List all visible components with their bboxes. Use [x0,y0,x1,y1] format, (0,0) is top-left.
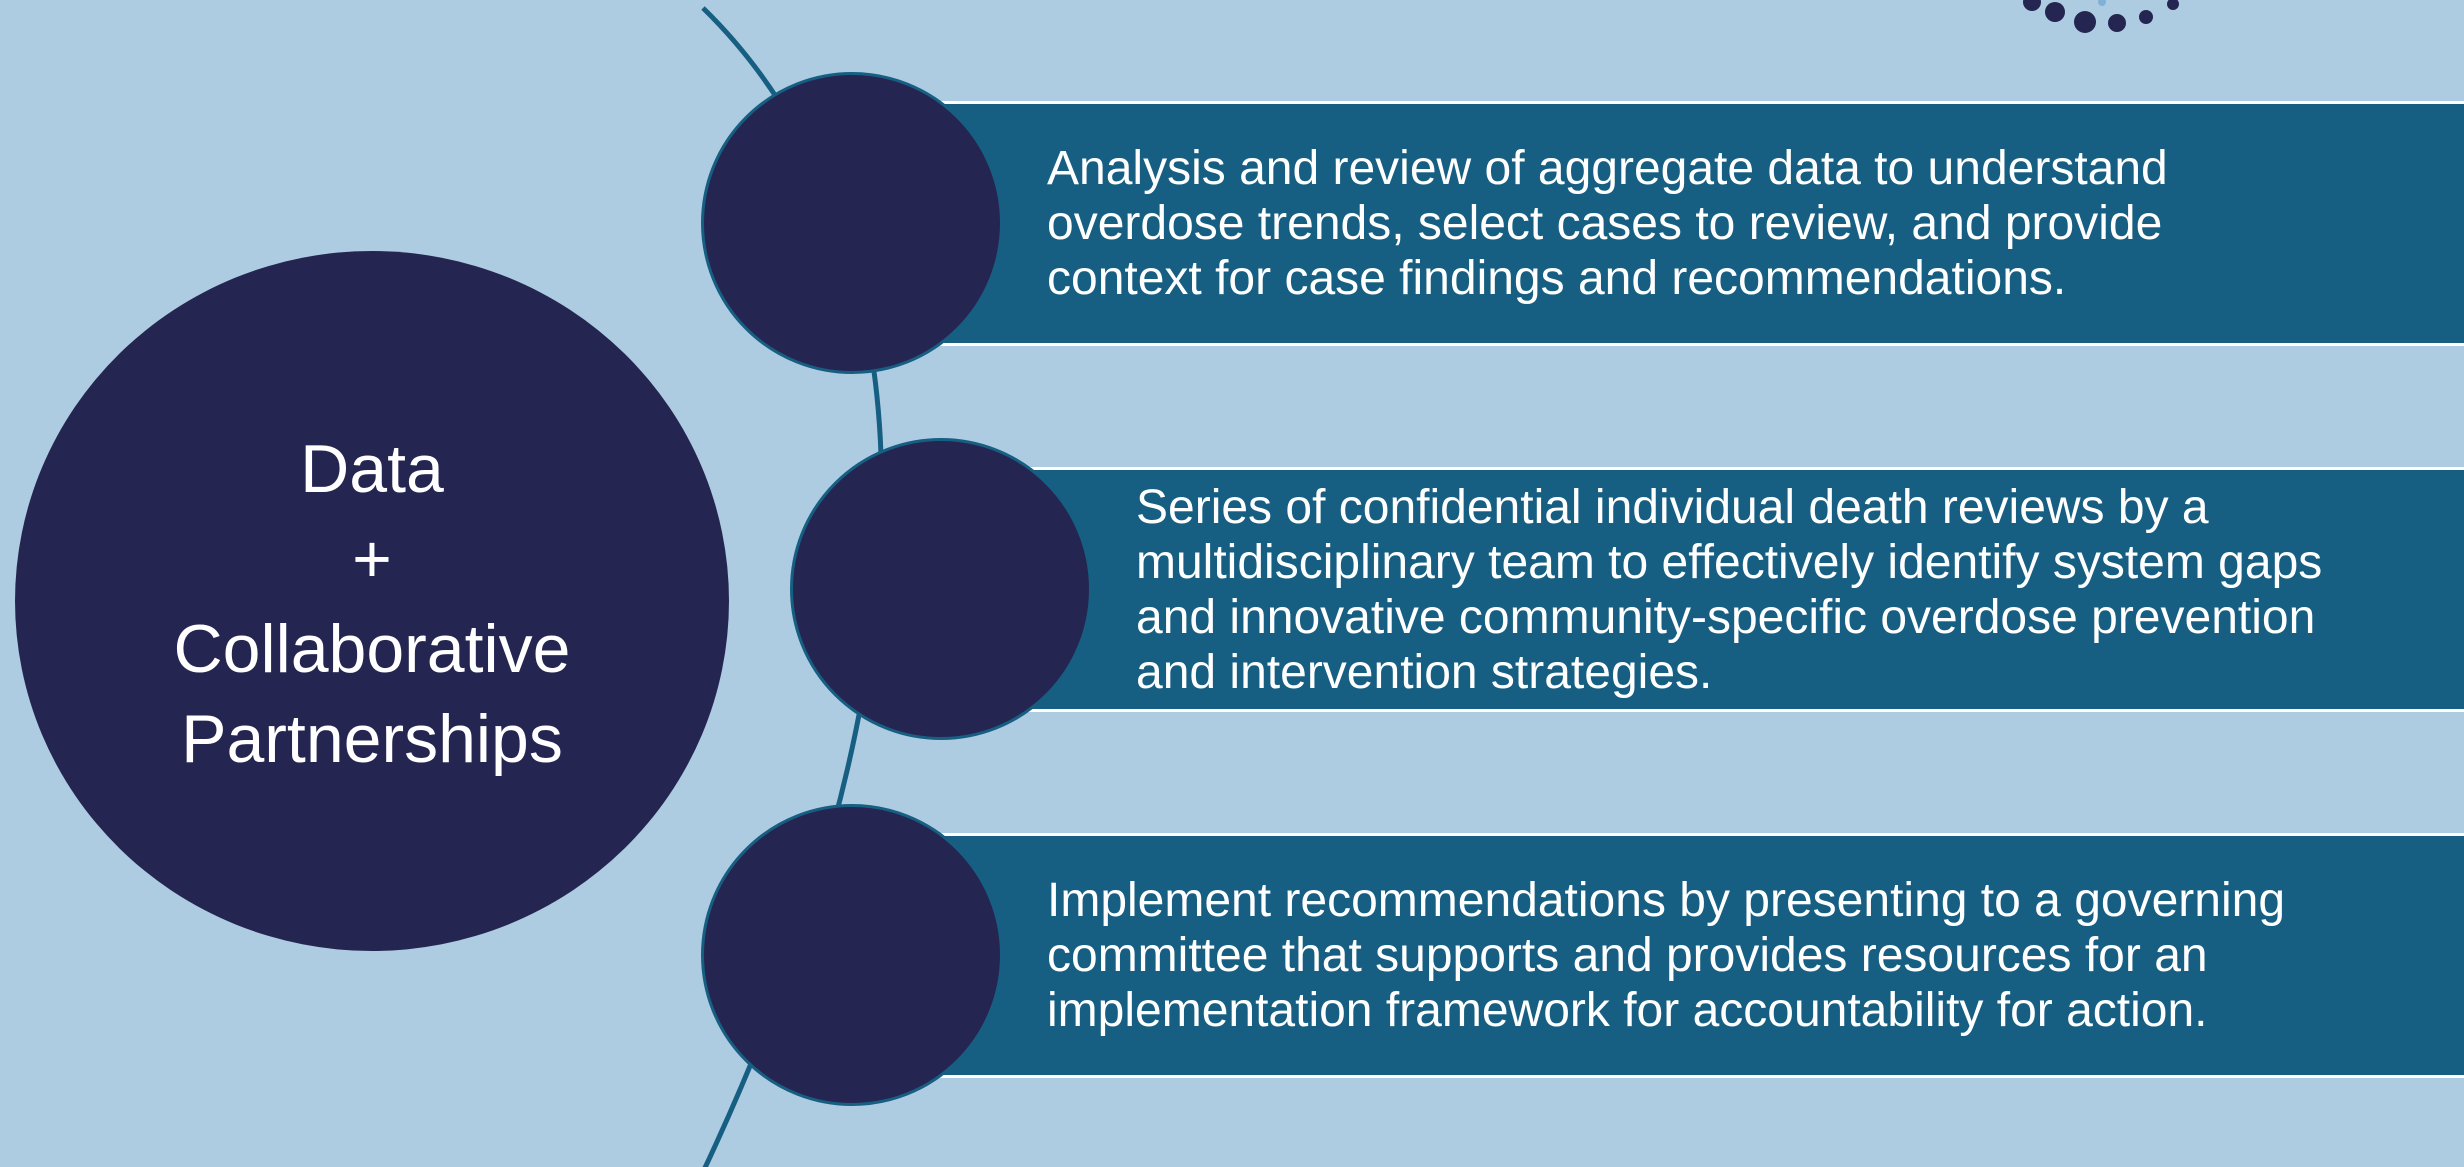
step-text-data-analysis: Analysis and review of aggregate data to… [1047,142,2168,305]
logo-dots-partial [2023,0,2179,33]
step-band-death-reviews: Series of confidential individual death … [1010,467,2464,712]
step-text-recommendations: Implement recommendations by presenting … [1047,874,2286,1037]
step-node-1 [701,72,1003,374]
hub-circle: Data + Collaborative Partnerships [15,251,729,951]
step-text-death-reviews: Series of confidential individual death … [1136,480,2323,699]
hub-label: Data + Collaborative Partnerships [173,431,571,777]
step-band-data-analysis: Analysis and review of aggregate data to… [920,101,2464,346]
step-node-3 [701,804,1003,1106]
step-node-2 [790,438,1092,740]
step-band-recommendations: Implement recommendations by presenting … [920,833,2464,1078]
